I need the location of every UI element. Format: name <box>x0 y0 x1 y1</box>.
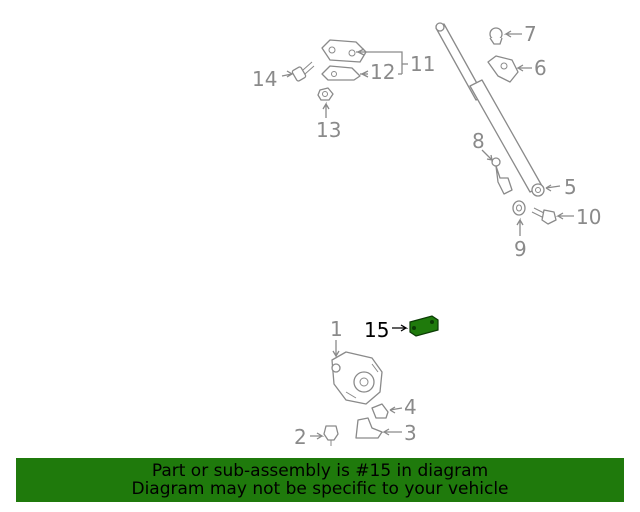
callout-11: 11 <box>410 52 435 76</box>
part-15-body <box>409 315 439 337</box>
callout-8: 8 <box>472 129 485 153</box>
part-12-gasket <box>321 65 361 81</box>
part-5-strut <box>435 22 545 197</box>
callout-15: 15 <box>364 318 389 342</box>
callout-2: 2 <box>294 425 307 449</box>
callout-10: 10 <box>576 205 601 229</box>
callout-13: 13 <box>316 118 341 142</box>
leader-11 <box>356 51 403 74</box>
part-1-latch <box>331 351 383 405</box>
callout-5: 5 <box>564 175 577 199</box>
callout-4: 4 <box>404 395 417 419</box>
callout-1: 1 <box>330 317 343 341</box>
callout-3: 3 <box>404 421 417 445</box>
part-7-clip <box>489 27 503 45</box>
part-13-nut <box>317 87 334 101</box>
part-3-bracket <box>355 417 383 439</box>
part-14-bolt <box>291 61 315 82</box>
part-9-washer <box>512 200 526 216</box>
part-8-ball-stud <box>491 157 513 195</box>
part-6-stud-bracket <box>487 55 519 83</box>
part-15-highlighted <box>409 315 439 337</box>
banner-line-2: Diagram may not be specific to your vehi… <box>131 479 509 499</box>
callout-6: 6 <box>534 56 547 80</box>
leader-15 <box>392 324 409 332</box>
info-banner: Part or sub-assembly is #15 in diagram D… <box>16 458 624 502</box>
banner-line-1: Part or sub-assembly is #15 in diagram <box>151 461 489 481</box>
part-2-bolt <box>323 425 339 446</box>
part-4-clip <box>371 403 389 419</box>
callout-12: 12 <box>370 60 395 84</box>
callout-7: 7 <box>524 22 537 46</box>
part-10-bolt <box>531 207 557 225</box>
callout-9: 9 <box>514 237 527 261</box>
callout-14: 14 <box>252 67 277 91</box>
